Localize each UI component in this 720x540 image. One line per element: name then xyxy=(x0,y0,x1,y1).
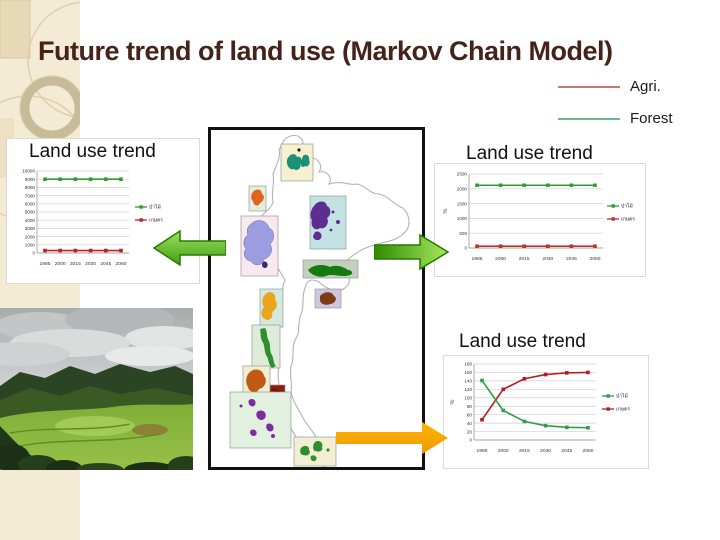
svg-text:180: 180 xyxy=(464,362,472,367)
svg-text:ป่าไม้: ป่าไม้ xyxy=(621,203,633,210)
slide-title: Future trend of land use (Markov Chain M… xyxy=(38,36,613,66)
map-inset-east xyxy=(302,259,359,279)
svg-text:5000: 5000 xyxy=(25,210,36,215)
landscape-photo xyxy=(0,308,193,470)
svg-text:2045: 2045 xyxy=(100,261,111,267)
svg-text:1000: 1000 xyxy=(457,216,468,221)
map-inset-gold xyxy=(259,288,284,328)
map-inset-west-small xyxy=(248,185,267,212)
svg-text:0: 0 xyxy=(464,246,467,251)
arrow-left-green-icon xyxy=(152,229,226,267)
svg-text:2015: 2015 xyxy=(519,448,530,454)
agri-label: Agri. xyxy=(630,78,661,95)
svg-text:2500: 2500 xyxy=(457,172,468,177)
svg-text:1985: 1985 xyxy=(477,448,488,454)
map-inset-south xyxy=(293,436,337,467)
svg-text:2015: 2015 xyxy=(70,261,81,267)
svg-text:9000: 9000 xyxy=(25,177,36,182)
map-inset-northeast xyxy=(309,195,347,250)
chart-right-top: 0 500 1000 1500 2000 2500 1985 2000 2015 2030 2045… xyxy=(443,172,635,262)
agri-line-sample xyxy=(558,86,620,88)
chart-right-top-panel: 0 500 1000 1500 2000 2500 1985 2000 2015 2030 2045… xyxy=(434,163,646,277)
svg-text:2015: 2015 xyxy=(519,256,530,262)
svg-text:ป่าไม้: ป่าไม้ xyxy=(616,393,628,400)
svg-text:2000: 2000 xyxy=(457,187,468,192)
svg-text:1985: 1985 xyxy=(40,261,51,267)
svg-text:120: 120 xyxy=(464,387,472,392)
svg-text:2045: 2045 xyxy=(566,256,577,262)
svg-text:ป่าไม้: ป่าไม้ xyxy=(149,204,161,211)
svg-text:%: % xyxy=(450,399,456,404)
svg-text:2030: 2030 xyxy=(540,448,551,454)
svg-text:80: 80 xyxy=(467,404,473,409)
svg-text:เกษตร: เกษตร xyxy=(149,218,163,224)
svg-text:2030: 2030 xyxy=(542,256,553,262)
thailand-map xyxy=(229,134,410,467)
svg-text:0: 0 xyxy=(469,438,472,443)
thailand-map-box xyxy=(208,127,425,470)
arrow-right-yellow-icon xyxy=(336,422,448,454)
svg-text:2060: 2060 xyxy=(116,261,127,267)
svg-text:2060: 2060 xyxy=(590,256,601,262)
svg-text:2000: 2000 xyxy=(498,448,509,454)
svg-text:10000: 10000 xyxy=(22,169,35,174)
svg-text:60: 60 xyxy=(467,412,473,417)
forest-line-sample xyxy=(558,118,620,120)
map-inset-north xyxy=(280,143,314,182)
svg-text:2060: 2060 xyxy=(583,448,594,454)
svg-text:0: 0 xyxy=(32,251,35,256)
chart-bottom-panel: 0 20 40 60 80 100 120 140 160 180 1985 2000 2015 2030… xyxy=(443,355,649,469)
svg-text:2000: 2000 xyxy=(25,234,36,239)
svg-text:40: 40 xyxy=(467,421,473,426)
chart-right-top-title: Land use trend xyxy=(466,143,593,164)
svg-text:2000: 2000 xyxy=(55,261,66,267)
svg-text:160: 160 xyxy=(464,370,472,375)
svg-text:1500: 1500 xyxy=(457,201,468,206)
svg-text:500: 500 xyxy=(459,231,467,236)
chart-bottom: 0 20 40 60 80 100 120 140 160 180 1985 2000 2015 2030… xyxy=(450,362,630,454)
arrow-right-green-icon xyxy=(374,233,450,271)
svg-text:6000: 6000 xyxy=(25,202,36,207)
map-inset-upper-peninsula xyxy=(251,324,281,369)
svg-text:4000: 4000 xyxy=(25,218,36,223)
map-inset-lower-peninsula xyxy=(229,391,292,449)
svg-text:140: 140 xyxy=(464,379,472,384)
forest-label: Forest xyxy=(630,110,673,127)
svg-text:7000: 7000 xyxy=(25,193,36,198)
svg-text:%: % xyxy=(443,208,449,213)
svg-text:2045: 2045 xyxy=(561,448,572,454)
map-inset-central xyxy=(240,215,279,277)
svg-text:2000: 2000 xyxy=(495,256,506,262)
svg-text:100: 100 xyxy=(464,395,472,400)
svg-text:1985: 1985 xyxy=(472,256,483,262)
svg-text:เกษตร: เกษตร xyxy=(621,217,635,223)
chart-bottom-title: Land use trend xyxy=(459,331,586,352)
svg-text:20: 20 xyxy=(467,429,473,434)
svg-text:3000: 3000 xyxy=(25,226,36,231)
svg-text:8000: 8000 xyxy=(25,185,36,190)
chart-left: 0 1000 2000 3000 4000 5000 6000 7000 8000 9000 100… xyxy=(22,169,163,267)
chart-left-title: Land use trend xyxy=(29,141,156,162)
map-inset-east-small xyxy=(314,288,342,309)
svg-text:1000: 1000 xyxy=(25,243,36,248)
svg-text:2030: 2030 xyxy=(85,261,96,267)
svg-text:เกษตร: เกษตร xyxy=(616,407,630,413)
chart-left-panel: Land use trend 0 1000 2000 3000 4000 5000 6000… xyxy=(6,138,200,284)
